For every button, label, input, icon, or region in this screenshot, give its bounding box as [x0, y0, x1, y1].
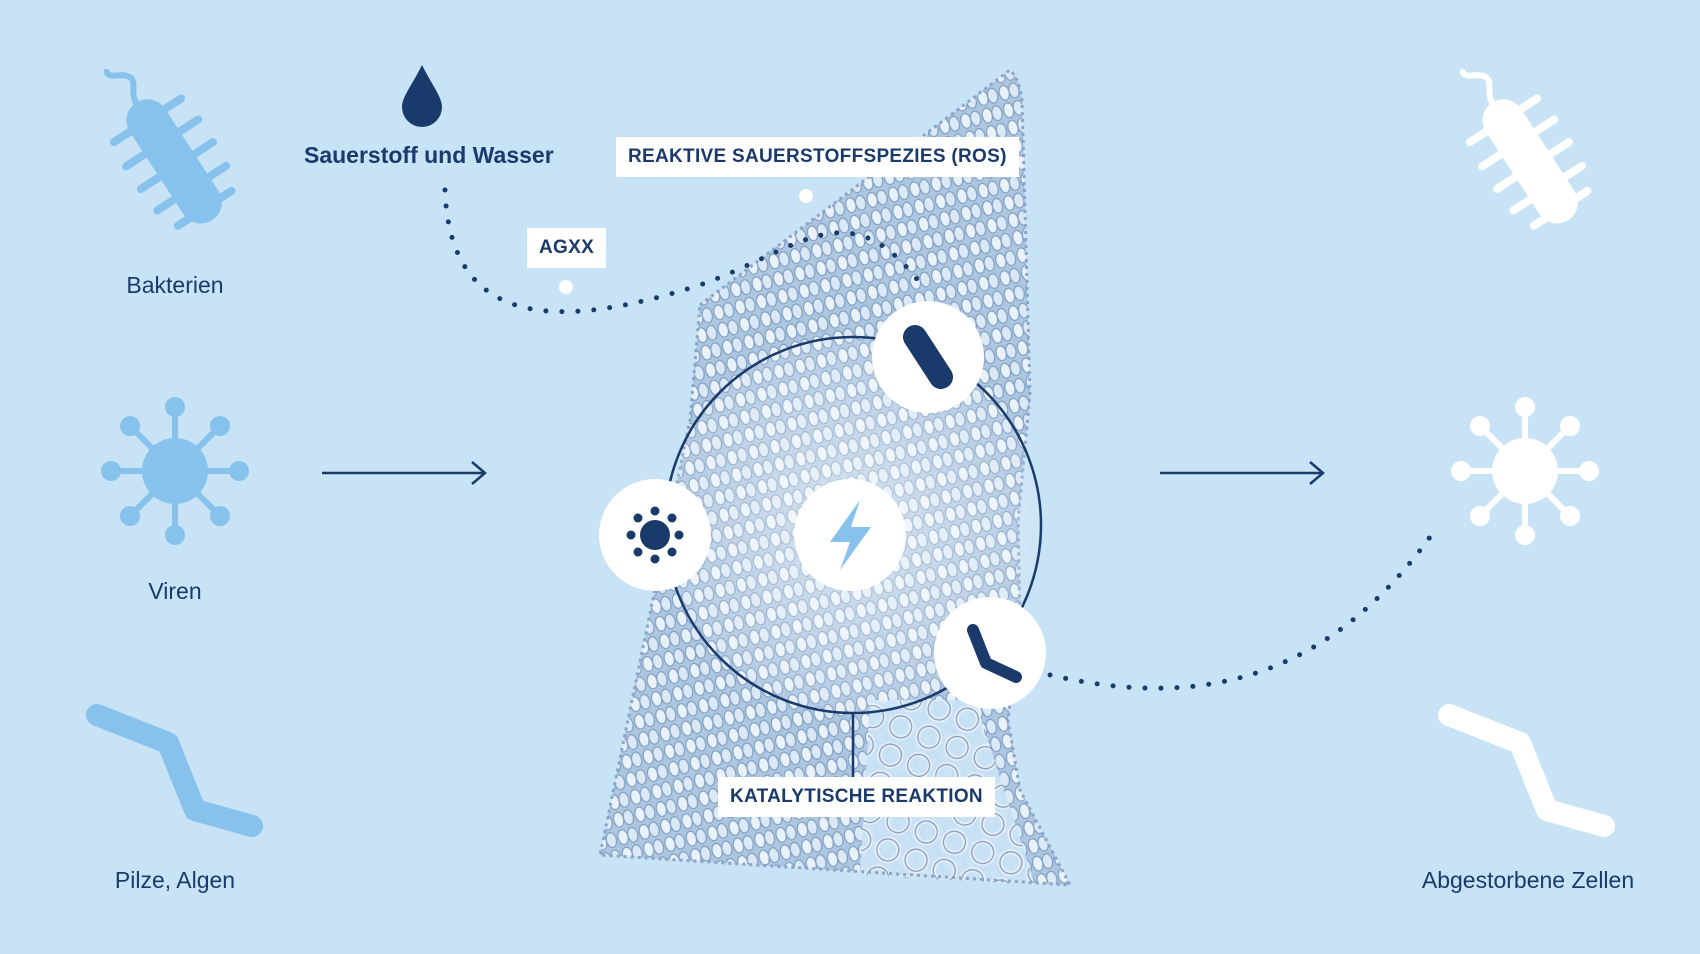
label-fungi-algae: Pilze, Algen [114, 867, 236, 893]
dotted-path-oxygen [442, 187, 928, 315]
water-drop-icon [402, 65, 442, 127]
arrow-right-icon-right [1160, 461, 1325, 485]
virus-icon [101, 397, 249, 545]
bacterium-icon [103, 68, 236, 230]
agxx-dot [559, 280, 573, 294]
dead-virus-icon [1451, 397, 1599, 545]
label-oxygen-water: Sauerstoff und Wasser [304, 142, 554, 168]
fungi-badge-icon [934, 597, 1046, 709]
dotted-path-result [1047, 527, 1438, 691]
arrow-right-icon-left [322, 461, 487, 485]
dead-bacterium-icon [1459, 68, 1592, 230]
lightning-badge-icon [794, 479, 906, 591]
fungi-algae-icon [86, 704, 263, 837]
label-dead-cells: Abgestorbene Zellen [1421, 867, 1635, 893]
tag-catalytic-reaction: KATALYTISCHE REAKTION [718, 777, 995, 817]
dead-fungi-icon [1438, 704, 1615, 837]
label-bacteria: Bakterien [126, 272, 224, 298]
tag-ros: REAKTIVE SAUERSTOFFSPEZIES (ROS) [616, 137, 1019, 177]
bacterium-badge-icon [872, 301, 984, 413]
tag-agxx: AGXX [527, 228, 607, 268]
ros-dot [799, 189, 813, 203]
virus-badge-icon [599, 479, 711, 591]
label-viruses: Viren [148, 578, 202, 604]
